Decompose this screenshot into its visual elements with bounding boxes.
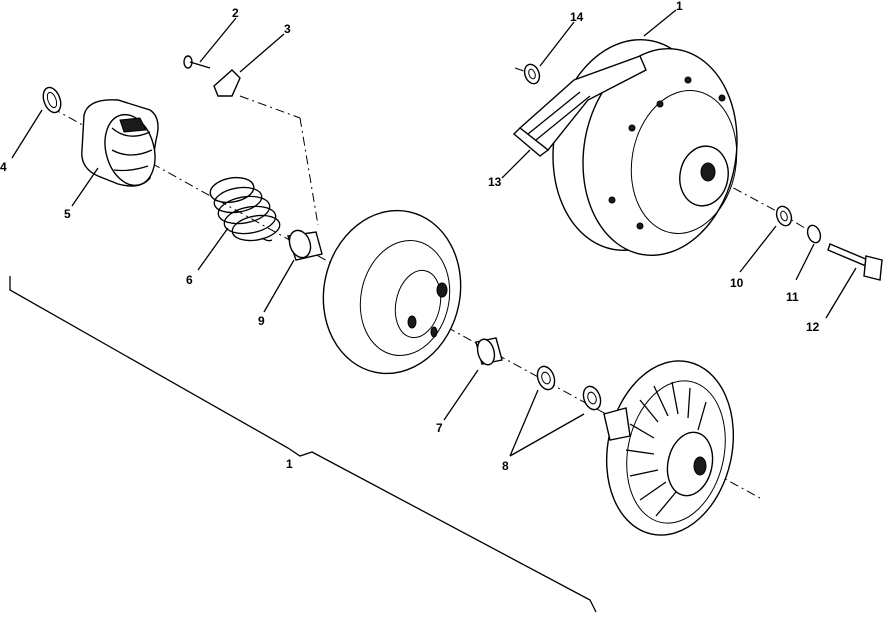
callout-9: 9 xyxy=(258,314,265,328)
callout-12: 12 xyxy=(806,320,820,334)
washers-part xyxy=(536,365,602,411)
bolt-and-roller-part xyxy=(183,55,241,97)
callout-11: 11 xyxy=(786,290,799,304)
washer-14-part xyxy=(523,63,541,85)
assembled-clutch-part xyxy=(552,39,738,256)
spider-cam-part xyxy=(81,99,159,187)
callout-8: 8 xyxy=(502,459,509,473)
callout-4: 4 xyxy=(0,160,7,174)
callout-10: 10 xyxy=(730,276,744,290)
fixed-sheave-part xyxy=(603,360,735,536)
callout-7: 7 xyxy=(436,421,443,435)
drive-belt-part xyxy=(512,55,647,157)
callout-13: 13 xyxy=(488,175,502,189)
leader-lines xyxy=(11,9,857,457)
callout-2: 2 xyxy=(232,6,239,20)
bushing-part xyxy=(287,229,323,261)
callouts: 1 1 2 3 4 5 6 7 8 9 10 11 12 13 14 xyxy=(0,0,820,473)
spring-part xyxy=(209,176,281,242)
callout-5: 5 xyxy=(64,207,71,221)
retaining-ring-part xyxy=(42,86,62,114)
bolt-assembly-part xyxy=(775,205,883,281)
callout-1-top: 1 xyxy=(676,0,683,13)
callout-6: 6 xyxy=(186,273,193,287)
callout-3: 3 xyxy=(284,22,291,36)
moveable-sheave-part xyxy=(322,209,462,375)
assembly-bracket xyxy=(9,276,597,613)
callout-14: 14 xyxy=(570,10,584,24)
callout-1-bottom: 1 xyxy=(286,457,293,471)
fins xyxy=(625,381,707,517)
small-bushing-part xyxy=(475,337,503,366)
